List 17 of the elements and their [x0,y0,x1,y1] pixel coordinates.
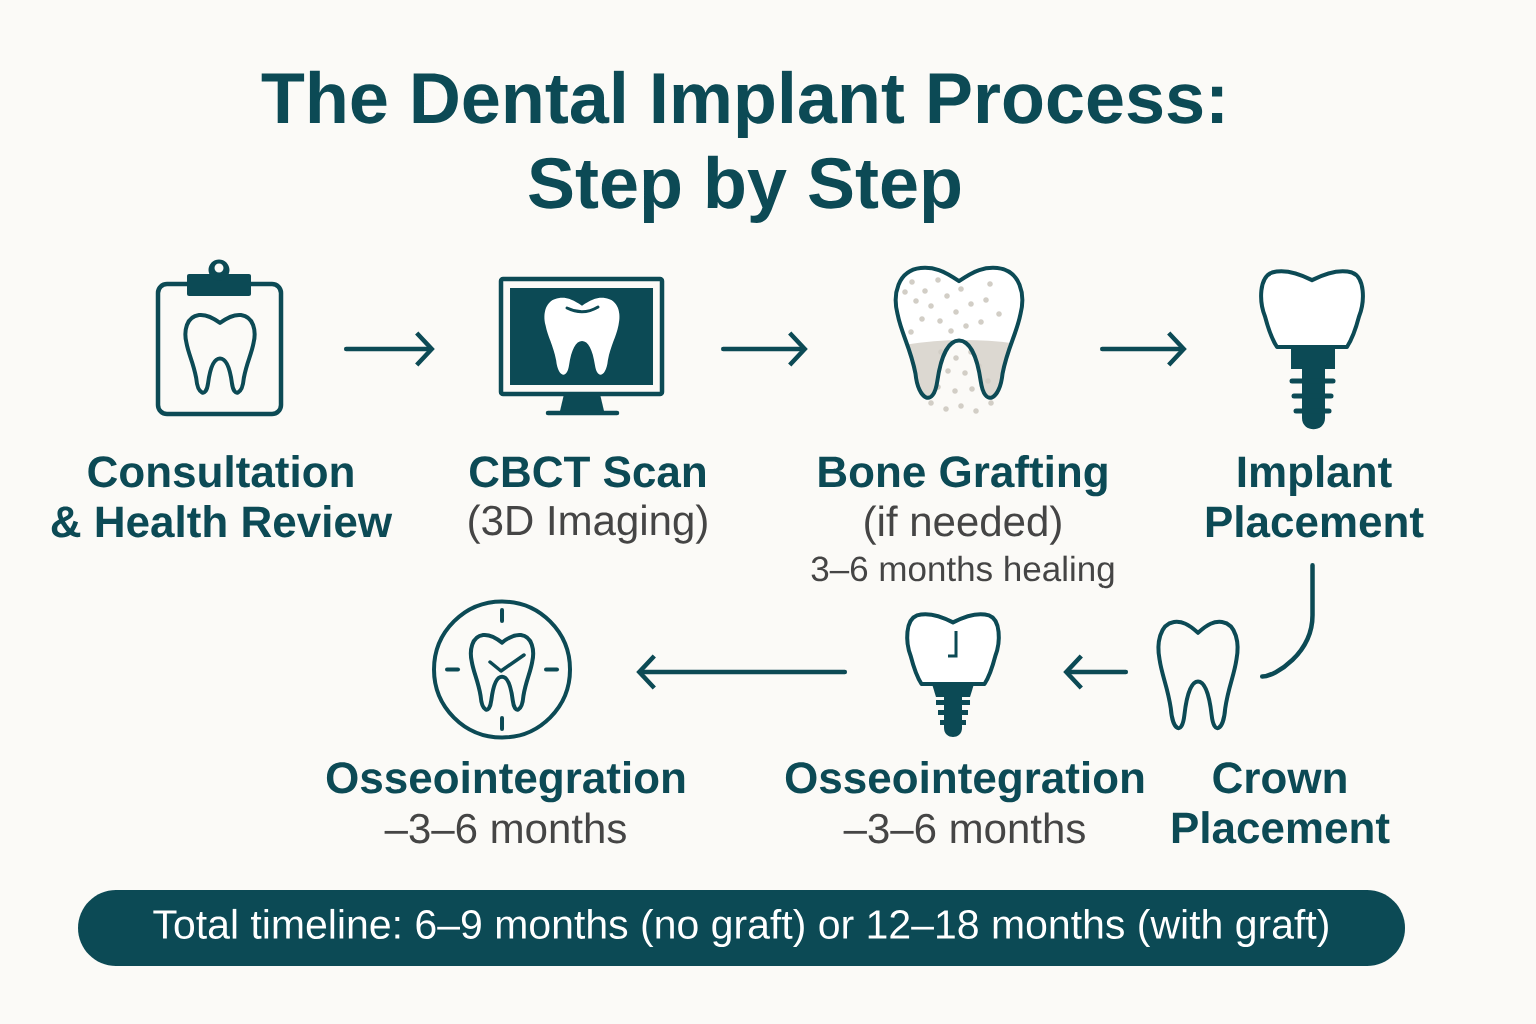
timeline-banner: Total timeline: 6–9 months (no graft) or 12–18 months (with graft) [78,890,1405,966]
arrow [1099,331,1187,367]
step-subtitle: (3D Imaging) [469,504,707,544]
step-title: Osseointegration [326,761,685,803]
step-subtitle: –3–6 months [843,812,1085,844]
step-title: Bone Grafting [819,455,1107,497]
arrow [636,654,848,690]
step-title: Osseointegration [785,761,1144,803]
step-title: Consultation & Health Review [51,455,393,538]
step-title: Crown Placement [1172,762,1390,844]
duration-text: 3–6 months healing [811,555,1114,589]
arrow [720,331,808,367]
step-subtitle: (if needed) [865,505,1061,545]
step-title: Implant Placement [1206,455,1424,538]
step-subtitle: –3–6 months [384,812,626,844]
title: The Dental Implant Process: Step by Step [261,70,1223,223]
step-title: CBCT Scan [470,456,705,488]
